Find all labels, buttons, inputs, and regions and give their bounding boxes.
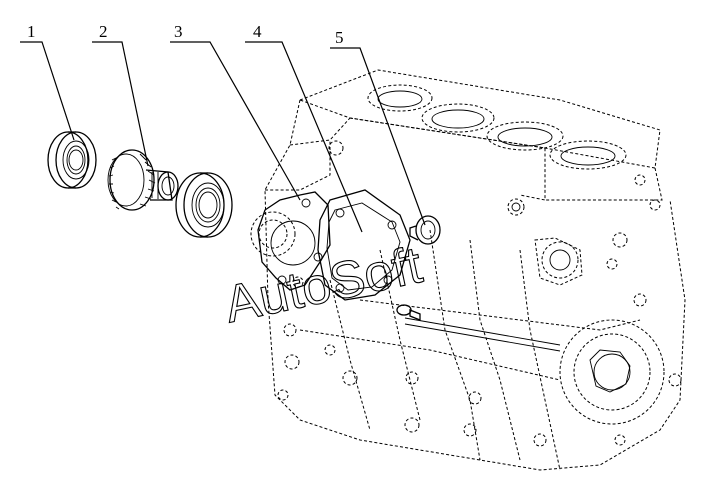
leader-line-1 [20, 41, 75, 141]
callout-1: 1 [27, 22, 36, 41]
callout-4: 4 [253, 22, 262, 41]
callout-5: 5 [335, 28, 344, 47]
leader-lines [20, 41, 426, 233]
part-2-gear [107, 149, 179, 211]
callout-2: 2 [99, 22, 108, 41]
part-5-plug [409, 215, 441, 245]
leader-line-2 [92, 41, 149, 167]
watermark: AutoSoft [220, 236, 428, 334]
part-1-bearing [47, 131, 97, 189]
callout-3: 3 [174, 22, 183, 41]
leader-line-5 [330, 47, 426, 226]
leader-line-3 [170, 41, 301, 201]
leader-line-4 [245, 41, 363, 233]
bolt-icon [396, 304, 421, 321]
part-4-cover-plate [317, 189, 411, 301]
part-bearing-large [175, 172, 233, 238]
